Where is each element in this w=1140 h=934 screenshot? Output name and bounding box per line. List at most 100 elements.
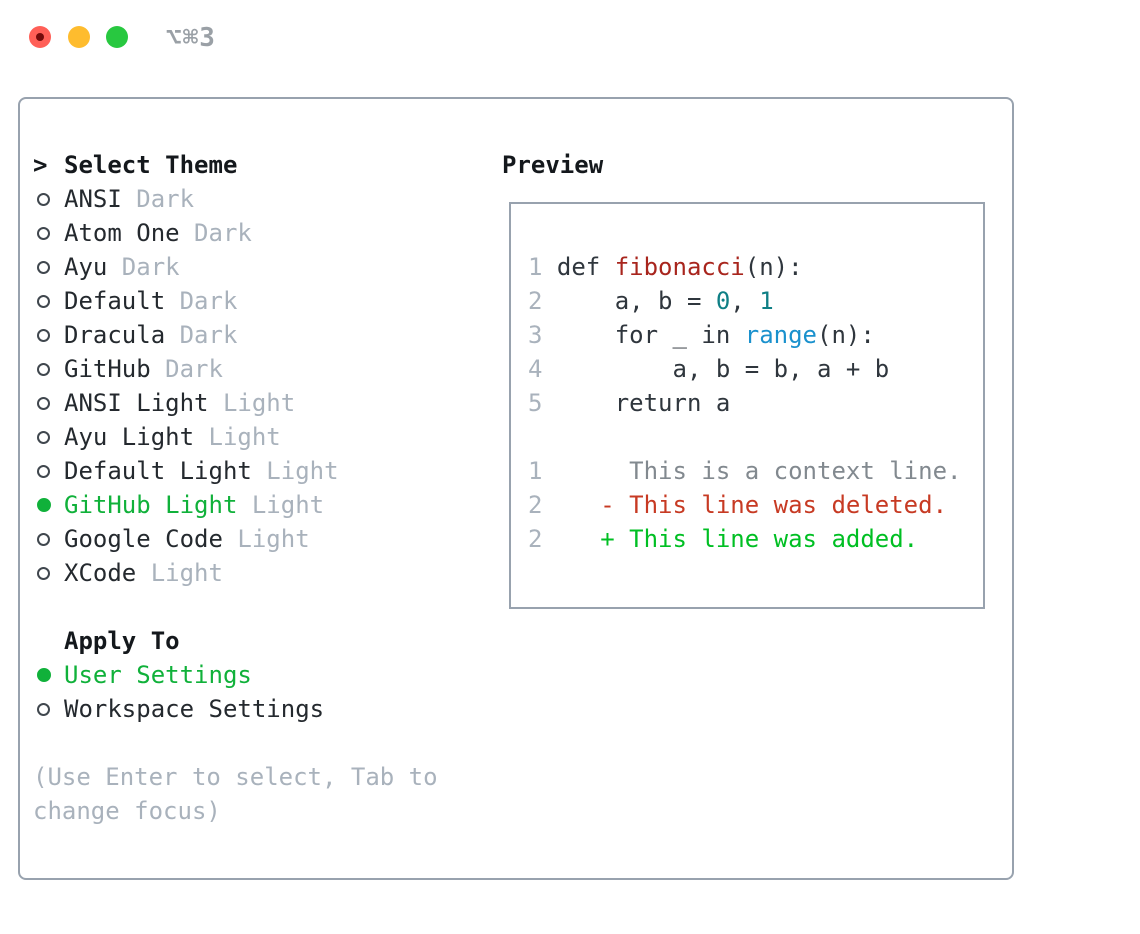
theme-option-tag: Light xyxy=(208,389,296,417)
apply-option[interactable]: Workspace Settings xyxy=(33,692,438,726)
theme-option-tag: Dark xyxy=(165,287,238,315)
theme-option[interactable]: Default Dark xyxy=(33,284,438,318)
radio-icon xyxy=(37,294,50,308)
code-segment-code: def xyxy=(542,253,615,281)
theme-option[interactable]: ANSI Light Light xyxy=(33,386,438,420)
theme-option-tag: Dark xyxy=(121,185,195,213)
spacer-row xyxy=(33,726,438,760)
theme-option-name: ANSI Light xyxy=(64,389,209,417)
theme-option-tag: Dark xyxy=(179,219,252,247)
apply-option-name: User Settings xyxy=(64,661,252,689)
theme-option-name: Default xyxy=(64,287,166,315)
theme-option[interactable]: ANSI Dark xyxy=(33,182,438,216)
code-segment-ln: 5 xyxy=(528,389,543,417)
theme-option-name: XCode xyxy=(64,559,137,587)
cursor-gutter: > xyxy=(33,148,64,182)
code-segment-code: a, b = b, a + b xyxy=(542,355,890,383)
theme-option-name: Google Code xyxy=(64,525,223,553)
code-segment-code: (n): xyxy=(744,253,803,281)
code-segment-func: fibonacci xyxy=(614,253,745,281)
radio-icon xyxy=(37,192,50,206)
apply-to-header-label: Apply To xyxy=(64,627,180,655)
radio-gutter xyxy=(33,396,64,410)
code-segment-code xyxy=(542,525,600,553)
code-segment-code: a, b = xyxy=(542,287,716,315)
radio-icon xyxy=(37,430,50,444)
code-segment-ctx: This is a context line. xyxy=(542,457,962,485)
theme-option-name: Atom One xyxy=(64,219,180,247)
code-segment-ln: 2 xyxy=(528,525,543,553)
radio-gutter xyxy=(33,498,64,512)
radio-gutter xyxy=(33,464,64,478)
theme-option[interactable]: Atom One Dark xyxy=(33,216,438,250)
theme-option-tag: Dark xyxy=(165,321,238,349)
code-line xyxy=(528,420,983,454)
hint-text: (Use Enter to select, Tab to xyxy=(33,763,438,791)
theme-option-name: ANSI xyxy=(64,185,122,213)
code-line: 2 + This line was added. xyxy=(528,522,983,556)
theme-option-name: Ayu Light xyxy=(64,423,195,451)
apply-to-header: Apply To xyxy=(33,624,438,658)
code-segment-code: for _ in xyxy=(542,321,745,349)
theme-option-tag: Light xyxy=(136,559,223,587)
radio-gutter xyxy=(33,260,64,274)
theme-option[interactable]: Ayu Light Light xyxy=(33,420,438,454)
code-segment-num: 1 xyxy=(759,287,774,315)
window-title: ⌥⌘3 xyxy=(166,23,216,53)
close-button[interactable] xyxy=(29,26,51,48)
code-line: 2 - This line was deleted. xyxy=(528,488,983,522)
radio-gutter xyxy=(33,294,64,308)
theme-option[interactable]: GitHub Dark xyxy=(33,352,438,386)
radio-icon xyxy=(37,226,50,240)
radio-gutter xyxy=(33,532,64,546)
code-line: 1 def fibonacci(n): xyxy=(528,250,983,284)
code-segment-ln: 2 xyxy=(528,287,543,315)
radio-icon xyxy=(37,260,50,274)
code-segment-del: - This line was deleted. xyxy=(600,491,948,519)
titlebar: ⌥⌘3 xyxy=(0,0,1140,74)
radio-icon xyxy=(37,498,51,512)
radio-icon xyxy=(37,362,50,376)
theme-list-header: >Select Theme xyxy=(33,148,438,182)
code-segment-code: , xyxy=(730,287,760,315)
radio-gutter xyxy=(33,192,64,206)
code-segment-add: + This line was added. xyxy=(600,525,919,553)
radio-gutter xyxy=(33,430,64,444)
radio-gutter xyxy=(33,362,64,376)
hint-text: change focus) xyxy=(33,797,221,825)
apply-option[interactable]: User Settings xyxy=(33,658,438,692)
radio-gutter xyxy=(33,668,64,682)
radio-icon xyxy=(37,328,50,342)
radio-gutter xyxy=(33,566,64,580)
minimize-button[interactable] xyxy=(68,26,90,48)
theme-list-header-label: Select Theme xyxy=(64,151,238,179)
apply-option-name: Workspace Settings xyxy=(64,695,325,723)
theme-option-tag: Light xyxy=(251,457,339,485)
theme-option[interactable]: GitHub Light Light xyxy=(33,488,438,522)
theme-option-tag: Light xyxy=(194,423,281,451)
code-segment-code: return a xyxy=(542,389,731,417)
theme-option[interactable]: XCode Light xyxy=(33,556,438,590)
theme-option[interactable]: Google Code Light xyxy=(33,522,438,556)
zoom-button[interactable] xyxy=(106,26,128,48)
code-segment-ln: 4 xyxy=(528,355,543,383)
code-segment-ln: 3 xyxy=(528,321,543,349)
spacer-row xyxy=(33,590,438,624)
radio-gutter xyxy=(33,702,64,716)
theme-option[interactable]: Ayu Dark xyxy=(33,250,438,284)
code-segment-num: 0 xyxy=(715,287,731,315)
radio-icon xyxy=(37,566,50,580)
theme-option[interactable]: Default Light Light xyxy=(33,454,438,488)
theme-option[interactable]: Dracula Dark xyxy=(33,318,438,352)
code-segment-kw: range xyxy=(744,321,817,349)
theme-option-tag: Dark xyxy=(150,355,223,383)
theme-option-name: Dracula xyxy=(64,321,166,349)
theme-option-name: GitHub Light xyxy=(64,491,238,519)
code-segment-ln: 2 xyxy=(528,491,543,519)
code-line: 2 a, b = 0, 1 xyxy=(528,284,983,318)
theme-option-name: GitHub xyxy=(64,355,151,383)
theme-option-tag: Dark xyxy=(107,253,180,281)
